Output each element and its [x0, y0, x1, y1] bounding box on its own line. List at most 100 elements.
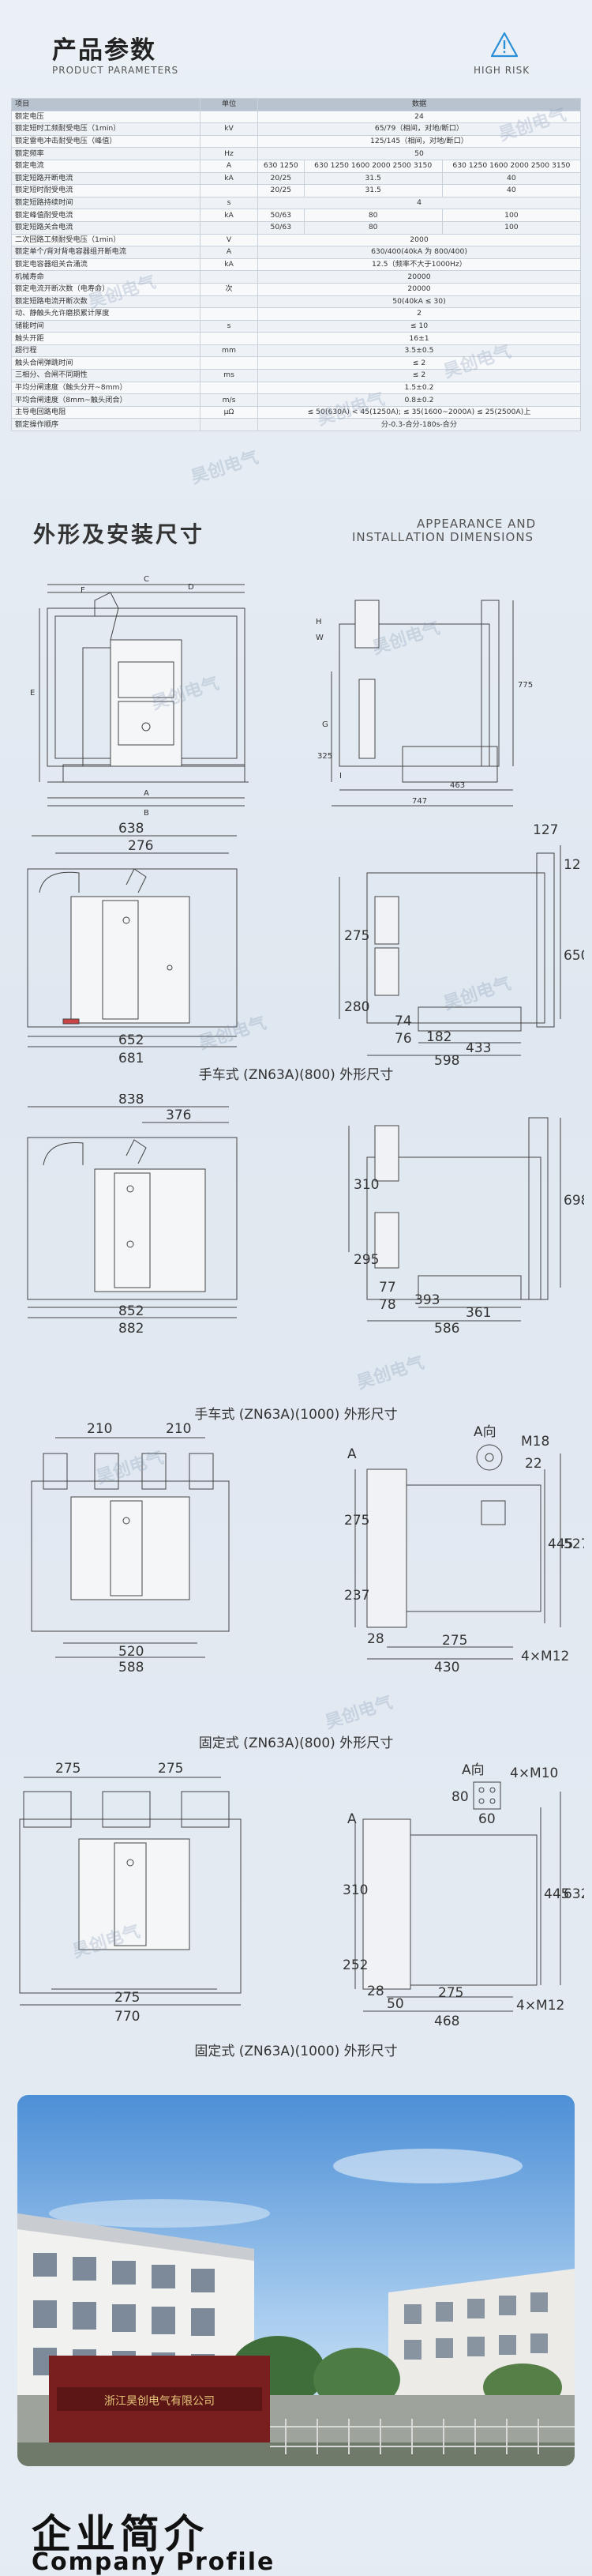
dim-label: 275	[114, 1990, 140, 2006]
param-name: 平均分闸速度（触头分开~8mm）	[11, 381, 200, 395]
dim-label: 520	[118, 1644, 144, 1660]
param-name: 额定短路开断电流	[11, 171, 200, 186]
param-value: 20/25	[257, 184, 305, 197]
param-name: 机械寿命	[11, 270, 200, 284]
param-name: 储能时间	[11, 319, 200, 333]
param-value: 31.5	[303, 171, 443, 186]
dim-label: 182	[426, 1029, 451, 1045]
param-name: 额定电流	[11, 159, 200, 173]
param-value: ≤ 2	[257, 369, 581, 382]
dim-label: 310	[354, 1177, 379, 1193]
param-unit	[200, 220, 258, 235]
param-unit: m/s	[200, 393, 258, 407]
param-value: 630 1250 1600 2000 2500 3150	[303, 159, 443, 173]
param-name: 额定频率	[11, 147, 200, 160]
dim-label: M18	[521, 1434, 549, 1450]
param-unit	[200, 332, 258, 345]
dim-label: 12	[564, 857, 581, 873]
dim-label: 4×M12	[516, 1998, 564, 2014]
dim-label: G	[322, 720, 328, 729]
param-value: 125/145（相间，对地/断口）	[257, 134, 581, 149]
table-header-item: 项目	[11, 98, 200, 111]
param-value: 0.8±0.2	[257, 393, 581, 407]
section-subtitle-dimensions-2: INSTALLATION DIMENSIONS	[352, 530, 534, 544]
param-unit: mm	[200, 344, 258, 358]
dim-label: 650	[564, 948, 584, 964]
dim-label: W	[316, 634, 324, 642]
dim-label: 310	[343, 1882, 368, 1898]
param-name: 额定电流开断次数（电寿命）	[11, 282, 200, 296]
warning-icon	[490, 32, 519, 58]
dim-label: 430	[434, 1660, 459, 1675]
param-value: 100	[441, 209, 582, 222]
dim-label: A	[347, 1811, 357, 1827]
param-unit	[200, 381, 258, 395]
drawing-fixed-1000: 275 275 275 770 A向 4×M10 80 60 A 310 252…	[19, 1761, 584, 2029]
param-value: ≤ 10	[257, 319, 581, 333]
param-name: 额定短时耐受电流	[11, 184, 200, 197]
dim-label: C	[144, 575, 149, 584]
dim-label: 747	[412, 797, 427, 806]
param-value: 80	[303, 220, 443, 235]
param-name: 动、静触头允许磨损累计厚度	[11, 307, 200, 321]
param-value: 630/400(40kA 为 800/400)	[257, 246, 581, 259]
caption-trolley-800: 手车式 (ZN63A)(800) 外形尺寸	[198, 1067, 394, 1083]
param-value: 630 1250	[257, 159, 305, 173]
table-header-data: 数据	[257, 98, 581, 111]
dim-label: A	[347, 1446, 357, 1462]
dim-label: 60	[478, 1811, 496, 1827]
dim-label: 852	[118, 1303, 144, 1319]
section-title-dimensions: 外形及安装尺寸	[33, 521, 205, 547]
param-value: ≤ 2	[257, 356, 581, 370]
dim-label: 275	[344, 1513, 369, 1529]
company-sign-text: 浙江昊创电气有限公司	[104, 2395, 215, 2408]
param-unit: kV	[200, 122, 258, 136]
watermark: 昊创电气	[323, 1692, 395, 1733]
param-unit	[200, 418, 258, 432]
param-unit: Hz	[200, 147, 258, 160]
param-unit: kA	[200, 209, 258, 222]
drawing-fixed-800: 210 210 520 588 A向 M18 22 A 275 237 28 4…	[31, 1422, 584, 1675]
dim-label: 681	[118, 1051, 144, 1066]
section-subtitle-params: PRODUCT PARAMETERS	[52, 65, 179, 76]
caption-trolley-1000: 手车式 (ZN63A)(1000) 外形尺寸	[194, 1407, 398, 1423]
dim-label: E	[30, 689, 35, 698]
dim-label: 838	[118, 1094, 144, 1107]
param-value: 40	[441, 184, 582, 197]
dim-label: 361	[466, 1305, 491, 1321]
param-value: 2	[257, 307, 581, 321]
dim-label: I	[339, 772, 342, 780]
param-value: 12.5（频率不大于1000Hz）	[257, 258, 581, 272]
dim-label: 50	[387, 1996, 404, 2012]
param-unit	[200, 134, 258, 149]
dim-label: 882	[118, 1321, 144, 1337]
dim-label: 275	[438, 1985, 463, 2001]
watermark: 昊创电气	[189, 447, 261, 488]
dim-label: 275	[344, 928, 369, 944]
param-name: 额定电压	[11, 110, 200, 124]
param-value: 31.5	[303, 184, 443, 197]
section-subtitle-dimensions-1: APPEARANCE AND	[417, 517, 537, 531]
dim-label: 376	[166, 1107, 191, 1123]
param-unit: kA	[200, 171, 258, 186]
param-unit	[200, 110, 258, 124]
dim-label: 463	[450, 781, 465, 790]
param-value: ≤ 50(630A) < 45(1250A); ≤ 35(1600~2000A)…	[257, 405, 581, 419]
dim-label: 588	[118, 1660, 144, 1675]
dim-label: 210	[166, 1422, 191, 1437]
param-name: 额定雷电冲击耐受电压（峰值）	[11, 134, 200, 149]
dim-label: 28	[367, 1631, 384, 1647]
param-value: 3.5±0.5	[257, 344, 581, 358]
param-value: 40	[441, 171, 582, 186]
param-unit	[200, 184, 258, 197]
